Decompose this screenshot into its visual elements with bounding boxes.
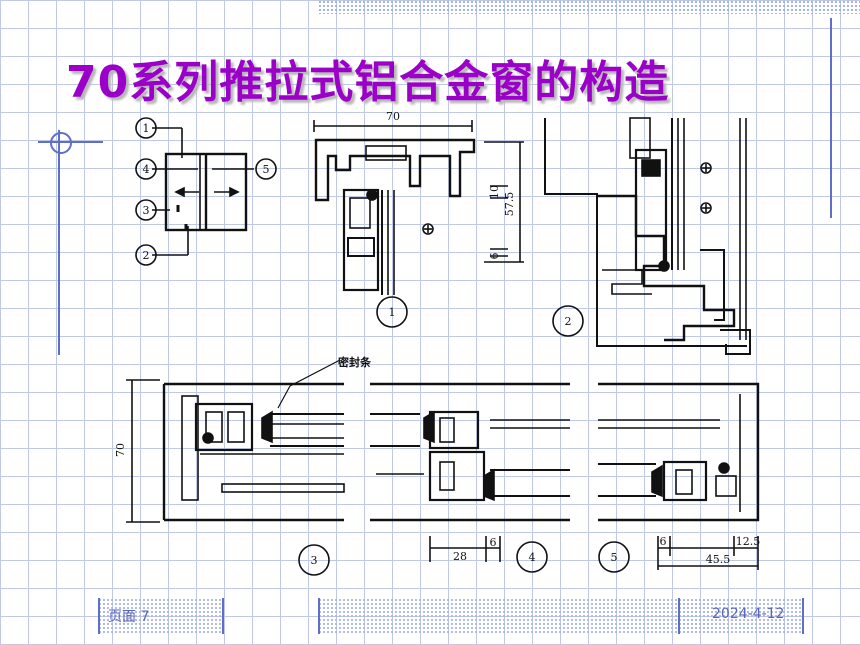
footer-page-number: 页面 7 [108,609,150,625]
footer-separator [98,598,100,634]
dim-6-detail5: 6 [660,535,667,548]
detail-number-5: 5 [611,551,618,564]
footer-date: 2024-4-12 [712,606,785,622]
detail-1-profile [313,120,524,295]
dim-width-top: 70 [386,110,400,123]
key-diagram [152,127,254,256]
seal-strip-label: 密封条 [338,355,372,369]
footer-separator [222,598,224,634]
footer-separator [318,598,320,634]
footer-right-band [678,598,804,634]
detail-number-2: 2 [565,315,572,328]
detail-2-profile [544,117,751,355]
key-label-3: 3 [143,204,150,217]
dim-10: 10 [488,185,501,199]
dim-height-left: 70 [114,443,127,457]
footer-middle-band [318,598,710,634]
slide-title: 70系列推拉式铝合金窗的构造 [66,57,670,108]
dim-12-5: 12.5 [736,535,761,548]
footer-left-band [98,598,222,634]
dim-57-5: 57.5 [503,192,516,217]
left-vertical-rule [58,130,60,355]
key-label-5: 5 [263,163,270,176]
key-label-2: 2 [143,249,150,262]
detail-number-3: 3 [311,554,318,567]
circle-ornament [50,132,72,154]
footer-separator [678,598,680,634]
key-label-4: 4 [143,163,150,176]
dim-28: 28 [453,550,467,563]
dim-6-detail4: 6 [490,536,497,549]
detail-number-1: 1 [389,306,396,319]
dim-6-vertical: 6 [488,253,501,260]
right-vertical-rule [830,18,832,218]
dim-45-5: 45.5 [706,553,731,566]
detail-number-4: 4 [529,551,536,564]
key-label-1: 1 [143,122,150,135]
top-dotted-band [318,0,860,14]
footer-separator [802,598,804,634]
detail-3-4-5-profile [126,359,760,570]
